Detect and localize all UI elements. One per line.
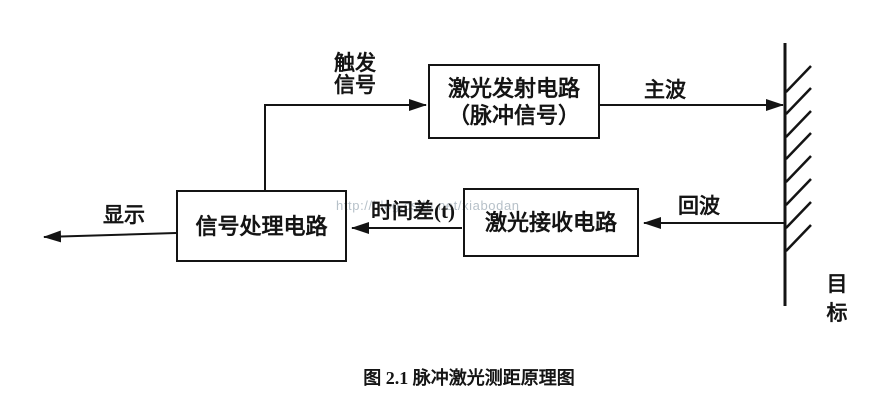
label-trigger-signal: 触发 信号 (334, 51, 376, 97)
label-main-wave: 主波 (644, 78, 686, 102)
label-echo-wave: 回波 (678, 194, 720, 218)
figure-caption: 图 2.1 脉冲激光测距原理图 (363, 368, 575, 388)
box-laser-receiver: 激光接收电路 (463, 188, 639, 257)
display-output-arrow (43, 230, 177, 243)
target-wall-hatching (785, 65, 812, 252)
watermark-url: http://blog.csdn.net/xiabodan (336, 198, 520, 213)
box-laser-transmitter: 激光发射电路 （脉冲信号） (428, 64, 600, 139)
box-signal-processor: 信号处理电路 (176, 190, 347, 262)
label-display: 显示 (103, 203, 145, 227)
trigger-signal-arrow (264, 99, 427, 190)
label-time-difference: 时间差(t) (371, 199, 455, 223)
label-target: 目 标 (826, 272, 848, 325)
